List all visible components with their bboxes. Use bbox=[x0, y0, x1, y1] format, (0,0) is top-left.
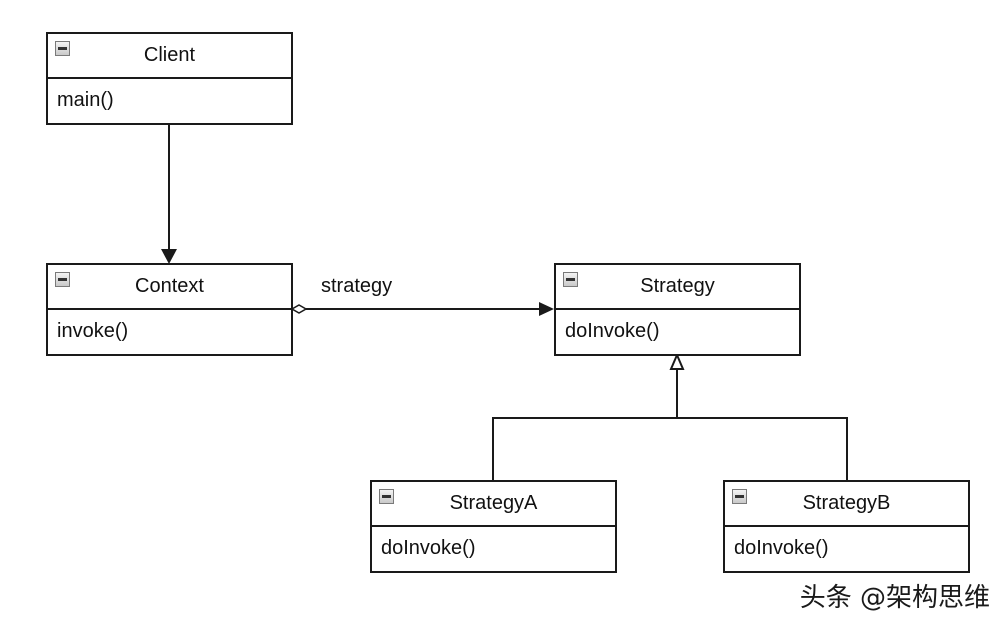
class-client[interactable]: Client main() bbox=[46, 32, 293, 125]
aggregation-diamond bbox=[290, 304, 308, 314]
class-strategy-b-name: StrategyB bbox=[802, 492, 891, 514]
class-strategy-a-name: StrategyA bbox=[449, 492, 538, 514]
class-context-methods: invoke() bbox=[48, 310, 291, 353]
class-client-method: main() bbox=[57, 89, 114, 111]
collapse-icon[interactable] bbox=[732, 489, 747, 504]
collapse-icon[interactable] bbox=[55, 41, 70, 56]
class-context[interactable]: Context invoke() bbox=[46, 263, 293, 356]
class-strategy-a-methods: doInvoke() bbox=[372, 527, 615, 570]
class-client-methods: main() bbox=[48, 79, 291, 122]
class-context-method: invoke() bbox=[57, 320, 129, 342]
class-strategy-a[interactable]: StrategyA doInvoke() bbox=[370, 480, 617, 573]
aggregation-role-label: strategy bbox=[321, 275, 393, 297]
watermark-text: 头条 @架构思维 bbox=[799, 583, 990, 613]
class-context-header: Context bbox=[48, 265, 291, 310]
collapse-icon[interactable] bbox=[55, 272, 70, 287]
class-strategy-a-header: StrategyA bbox=[372, 482, 615, 527]
class-strategy-b-header: StrategyB bbox=[725, 482, 968, 527]
class-strategy-b-methods: doInvoke() bbox=[725, 527, 968, 570]
class-strategy-header: Strategy bbox=[556, 265, 799, 310]
class-strategy-b[interactable]: StrategyB doInvoke() bbox=[723, 480, 970, 573]
class-client-name: Client bbox=[143, 44, 196, 66]
class-strategy-a-method: doInvoke() bbox=[381, 537, 476, 559]
generalization-branches bbox=[492, 417, 848, 481]
context-strategy-arrowhead bbox=[539, 302, 554, 316]
class-strategy-b-method: doInvoke() bbox=[734, 537, 829, 559]
class-strategy-name: Strategy bbox=[640, 275, 715, 297]
generalization-arrowhead bbox=[669, 352, 685, 370]
client-context-arrowhead bbox=[161, 249, 177, 264]
class-client-header: Client bbox=[48, 34, 291, 79]
class-context-name: Context bbox=[135, 275, 204, 297]
class-strategy-methods: doInvoke() bbox=[556, 310, 799, 353]
collapse-icon[interactable] bbox=[563, 272, 578, 287]
class-strategy[interactable]: Strategy doInvoke() bbox=[554, 263, 801, 356]
class-strategy-method: doInvoke() bbox=[565, 320, 660, 342]
collapse-icon[interactable] bbox=[379, 489, 394, 504]
